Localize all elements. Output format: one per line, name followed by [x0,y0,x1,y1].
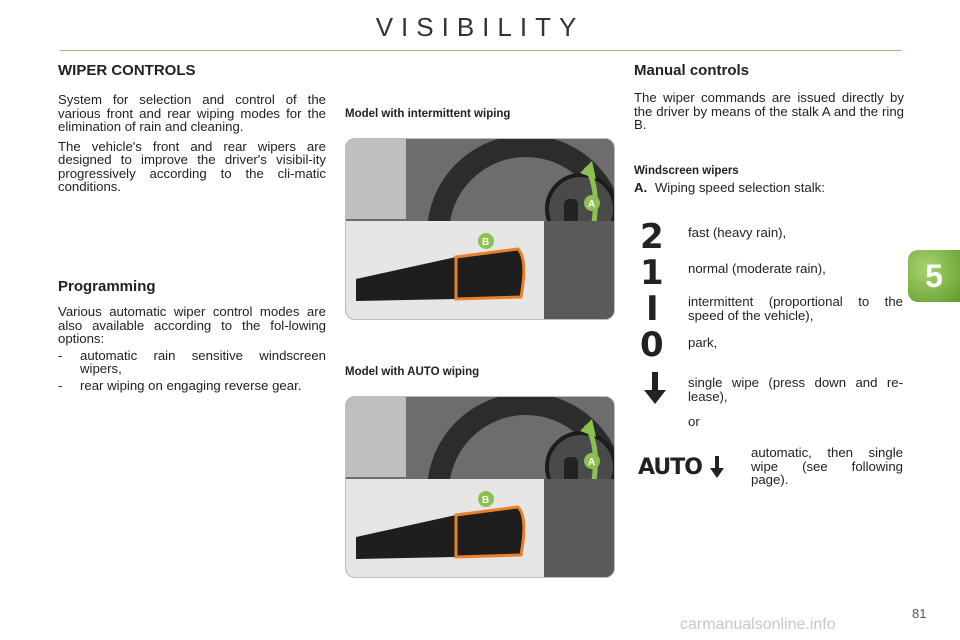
speed-1-symbol: 1 [640,253,664,293]
item-text: Wiping speed selection stalk: [654,179,825,195]
single-wipe-symbol [640,372,670,406]
manual-controls-intro: The wiper commands are issued directly b… [634,90,904,132]
windscreen-wipers-subheading: Windscreen wipers [634,164,739,177]
manual-controls-heading: Manual controls [634,62,750,79]
speed-2-text: fast (heavy rain), [688,225,787,240]
or-text: or [688,414,700,429]
bullet-marker: - [58,377,63,393]
list-item: - automatic rain sensitive windscreen wi… [58,347,326,376]
speed-intermittent-symbol: I [646,289,659,329]
down-arrow-icon [709,455,724,478]
figure2-label: Model with AUTO wiping [345,366,480,378]
figure2-illustration: A B [345,396,615,578]
programming-heading: Programming [58,278,156,295]
speed-0-text: park, [688,335,718,350]
wiper-visibility-paragraph: The vehicle's front and rear wipers are … [58,138,326,194]
programming-paragraph: Various automatic wiper control modes ar… [58,304,326,346]
title-rule [60,50,902,51]
list-item-text: automatic rain sensitive windscreen wipe… [80,347,326,376]
wiper-controls-heading: WIPER CONTROLS [58,62,196,79]
auto-symbol-label: AUTO [638,455,703,480]
speed-2-symbol: 2 [640,217,664,257]
speed-symbol-0: 0 [640,325,680,365]
list-item-text: rear wiping on engaging reverse gear. [80,377,302,393]
bullet-marker: - [58,347,63,363]
wiper-intro-paragraph: System for selection and control of the … [58,92,326,134]
page-number: 81 [912,606,927,621]
single-wipe-text: single wipe (press down and re-lease), [688,375,903,404]
speed-symbol-2: 2 [640,217,680,257]
speed-symbol-1: 1 [640,253,680,293]
auto-text: automatic, then single wipe (see followi… [751,445,903,487]
list-item: - rear wiping on engaging reverse gear. [58,377,326,393]
auto-symbol: AUTO [638,455,726,480]
wiper-stalk-illustration: A B [346,139,614,319]
page-title: VISIBILITY [375,12,585,42]
speed-1-text: normal (moderate rain), [688,261,826,276]
manual-controls-section: Manual controls The wiper commands are i… [634,62,904,194]
chapter-tab[interactable]: 5 [908,250,960,302]
speed-symbol-i: I [640,289,680,329]
wiper-stalk-auto-illustration: A B [346,397,614,577]
speed-intermittent-text: intermittent (proportional to the speed … [688,294,903,323]
stalk-label-a: A [588,457,595,468]
ring-label-b: B [482,495,489,506]
stalk-label-a: A [588,199,595,210]
programming-section: Programming Various automatic wiper cont… [58,278,326,392]
figure1-label: Model with intermittent wiping [345,108,511,120]
watermark: carmanualsonline.info [680,616,836,633]
speed-0-symbol: 0 [640,325,664,365]
figure1-illustration: A B [345,138,615,320]
wiper-controls-section: WIPER CONTROLS System for selection and … [58,62,326,194]
item-letter: A. [634,179,648,195]
ring-label-b: B [482,237,489,248]
stalk-a-description: A. Wiping speed selection stalk: [634,179,904,195]
down-arrow-icon [644,372,666,404]
